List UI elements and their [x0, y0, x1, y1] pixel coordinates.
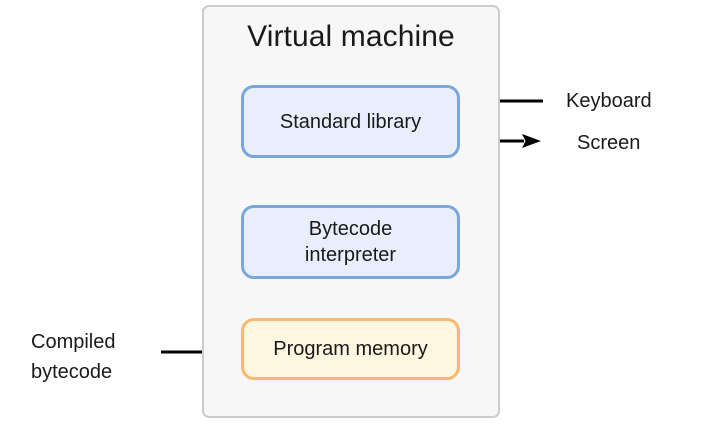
- node-standard-library[interactable]: Standard library: [241, 85, 460, 158]
- node-program-memory-label: Program memory: [273, 338, 428, 360]
- label-compiled-bytecode: Compiled bytecode: [31, 331, 116, 383]
- node-bytecode-interpreter-label: Bytecode interpreter: [304, 218, 397, 266]
- node-program-memory[interactable]: Program memory: [241, 318, 460, 380]
- virtual-machine-title: Virtual machine: [247, 20, 455, 53]
- label-keyboard: Keyboard: [566, 90, 652, 112]
- label-screen: Screen: [577, 132, 641, 154]
- node-bytecode-interpreter[interactable]: Bytecode interpreter: [241, 205, 460, 279]
- node-standard-library-label: Standard library: [279, 110, 422, 133]
